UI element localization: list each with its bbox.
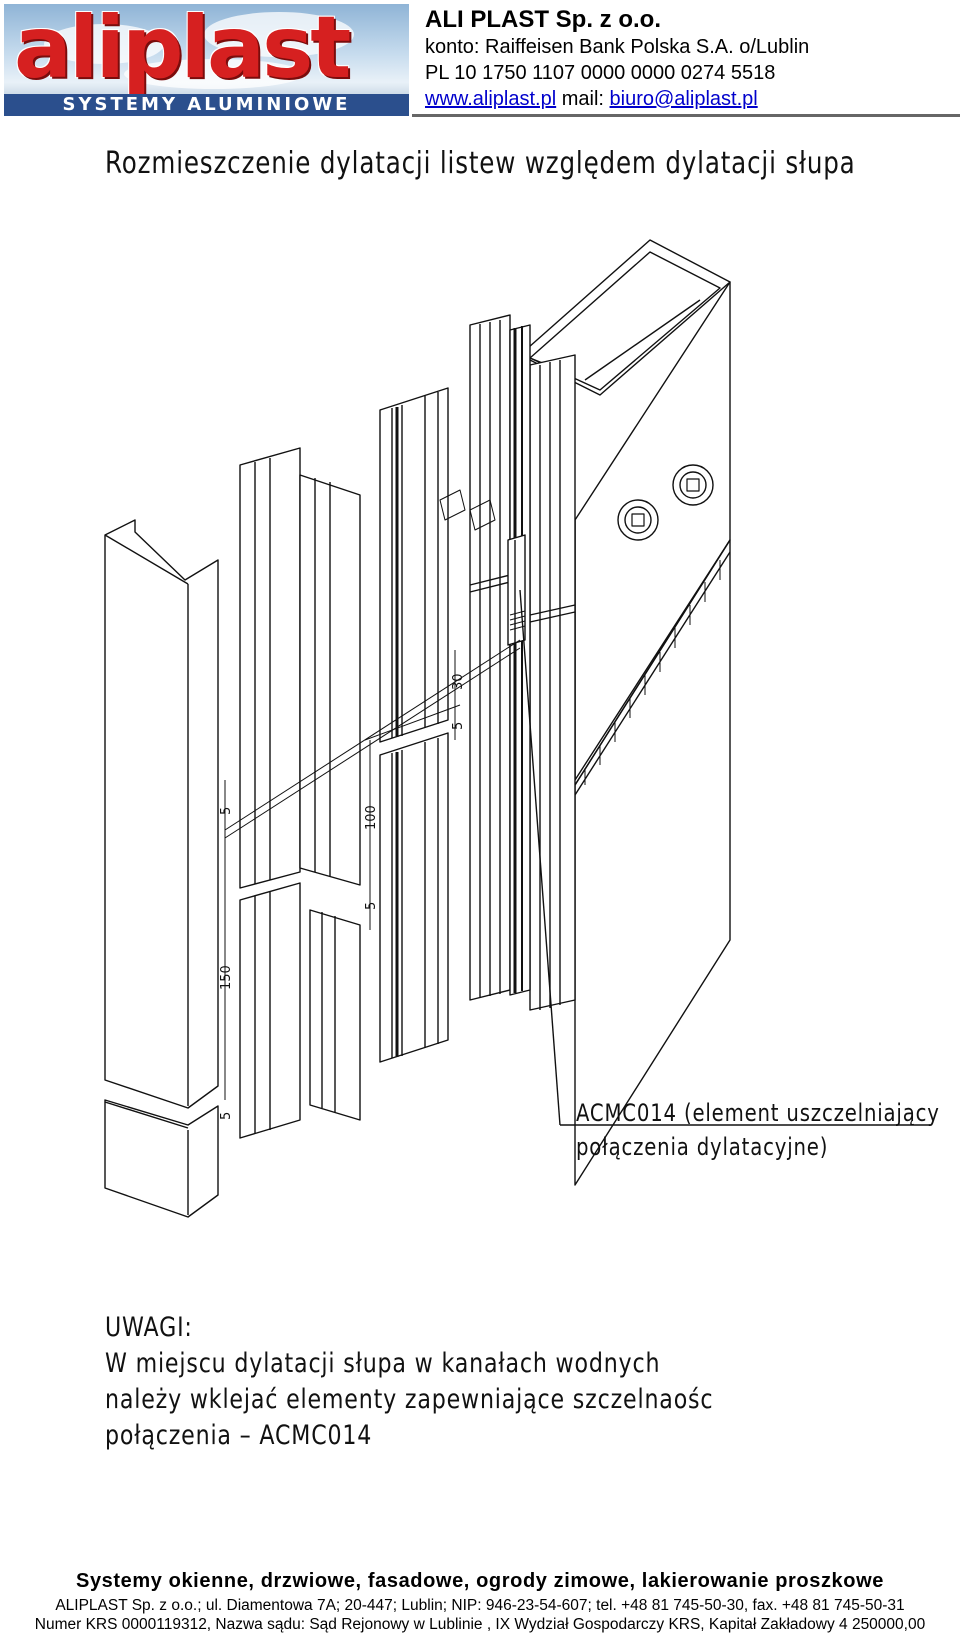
email-link[interactable]: biuro@aliplast.pl <box>609 88 758 110</box>
pressure-plate-strips <box>379 387 496 1063</box>
contact-line: www.aliplast.pl mail: biuro@aliplast.pl <box>425 86 809 112</box>
footer-address: ALIPLAST Sp. z o.o.; ul. Diamentowa 7A; … <box>55 1597 905 1614</box>
logo-band <box>4 94 409 116</box>
dim-label-5: 5 <box>219 807 234 815</box>
mail-label: mail: <box>561 88 604 110</box>
dim-label-150: 150 <box>219 965 234 990</box>
seal-callout: ACMC014 (element uszczelniający połączen… <box>576 1096 940 1164</box>
dimension-labels: 30 5 100 5 5 150 5 <box>219 673 466 1120</box>
notes-block: UWAGI: W miejscu dylatacji słupa w kanał… <box>105 1310 713 1454</box>
footer-services: Systemy okienne, drzwiowe, fasadowe, ogr… <box>76 1570 884 1592</box>
company-name: ALI PLAST Sp. z o.o. <box>425 6 661 33</box>
dim-label-5: 5 <box>451 722 466 730</box>
cover-cap <box>104 519 219 1218</box>
dim-label-5: 5 <box>219 1112 234 1120</box>
dimension-lines <box>224 639 521 1100</box>
logo-tagline: SYSTEMY ALUMINIOWE <box>62 94 351 115</box>
mullion-profile <box>469 239 731 1186</box>
dim-label-30: 30 <box>451 673 466 690</box>
logo-cloud <box>124 59 304 89</box>
dim-label-5: 5 <box>364 902 379 910</box>
cover-base-profile <box>239 447 361 1139</box>
company-info: ALI PLAST Sp. z o.o. konto: Raiffeisen B… <box>425 6 809 112</box>
drawing-title: Rozmieszczenie dylatacji listew względem… <box>105 146 856 181</box>
technical-drawing: 30 5 100 5 5 150 5 <box>104 239 930 1218</box>
notes-heading: UWAGI: <box>105 1312 193 1343</box>
callout-line-2: połączenia dylatacyjne) <box>576 1133 829 1161</box>
notes-line-3: połączenia – ACMC014 <box>105 1420 373 1451</box>
footer-registration: Numer KRS 0000119312, Nazwa sądu: Sąd Re… <box>34 1616 926 1633</box>
company-logo: aliplast SYSTEMY ALUMINIOWE <box>4 4 409 116</box>
website-link[interactable]: www.aliplast.pl <box>425 88 557 110</box>
logo-cloud <box>204 12 354 57</box>
seal-element-acmc014 <box>507 534 930 1126</box>
notes-line-1: W miejscu dylatacji słupa w kanałach wod… <box>105 1348 661 1379</box>
header-divider <box>412 114 960 117</box>
callout-line-1: ACMC014 (element uszczelniający <box>576 1099 940 1127</box>
logo-wordmark: aliplast <box>14 4 351 98</box>
bank-account: konto: Raiffeisen Bank Polska S.A. o/Lub… <box>425 36 810 58</box>
dim-label-100: 100 <box>364 805 379 830</box>
iban-number: PL 10 1750 1107 0000 0000 0274 5518 <box>425 62 776 84</box>
logo-cloud <box>44 24 164 64</box>
notes-line-2: należy wklejać elementy zapewniające szc… <box>105 1384 714 1415</box>
